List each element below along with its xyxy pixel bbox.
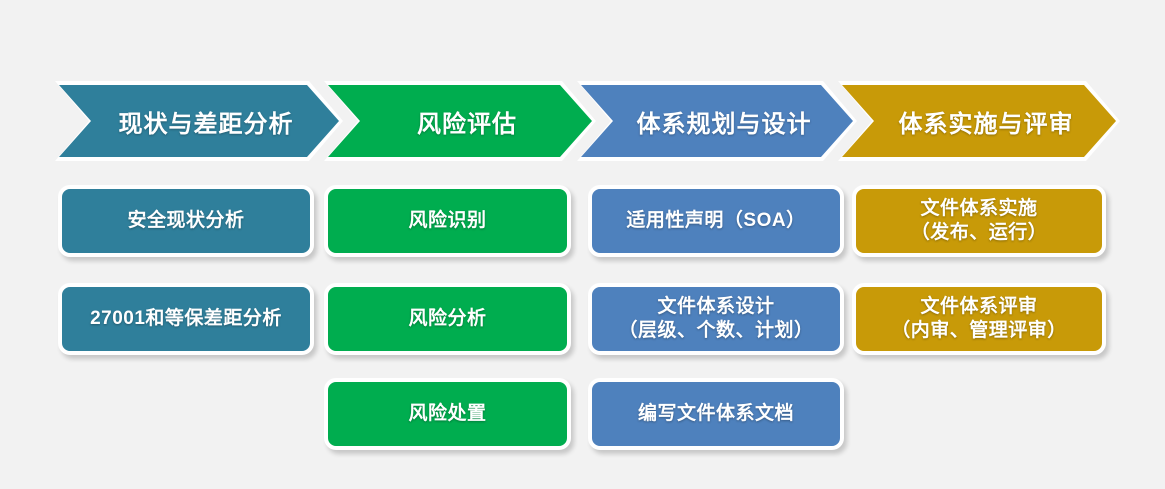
- task-card-text: 27001和等保差距分析: [70, 307, 302, 331]
- phase-chevron-3-fill: 体系规划与设计: [581, 85, 853, 157]
- phase-chevron-4-fill: 体系实施与评审: [842, 85, 1116, 157]
- task-card[interactable]: 文件体系实施 （发布、运行）: [852, 185, 1106, 257]
- task-card-line1: 风险处置: [408, 402, 487, 424]
- task-card-line1: 27001和等保差距分析: [90, 307, 282, 329]
- phase-chevron-band: 现状与差距分析 风险评估 体系规划与设计 体系实施与评审: [0, 0, 1165, 180]
- task-card-text: 风险分析: [336, 307, 559, 331]
- task-card-line2: （发布、运行）: [910, 222, 1048, 243]
- phase-chevron-4-label: 体系实施与评审: [898, 110, 1074, 138]
- task-card[interactable]: 文件体系设计 （层级、个数、计划）: [588, 283, 844, 355]
- phase-chevron-1-fill: 现状与差距分析: [59, 85, 339, 157]
- task-card-line1: 适用性声明（SOA）: [626, 209, 806, 231]
- task-card-text: 文件体系评审 （内审、管理评审）: [864, 295, 1094, 344]
- task-card-line2: （内审、管理评审）: [891, 320, 1067, 341]
- task-card-text: 风险识别: [336, 209, 559, 233]
- task-card[interactable]: 适用性声明（SOA）: [588, 185, 844, 257]
- task-card-line1: 文件体系设计: [657, 295, 775, 317]
- task-card[interactable]: 27001和等保差距分析: [58, 283, 314, 355]
- task-card-line1: 文件体系实施: [920, 197, 1038, 219]
- task-card-text: 适用性声明（SOA）: [600, 209, 832, 233]
- task-card[interactable]: 编写文件体系文档: [588, 378, 844, 450]
- phase-chevron-3-label: 体系规划与设计: [636, 110, 812, 138]
- task-card[interactable]: 安全现状分析: [58, 185, 314, 257]
- task-card[interactable]: 风险识别: [324, 185, 571, 257]
- phase-chevron-2-label: 风险评估: [417, 110, 517, 138]
- task-card-text: 安全现状分析: [70, 209, 302, 233]
- phase-chevron-3[interactable]: 体系规划与设计: [577, 81, 857, 161]
- phase-chevron-1[interactable]: 现状与差距分析: [55, 81, 343, 161]
- task-card-line1: 风险识别: [408, 209, 487, 231]
- phase-chevron-1-label: 现状与差距分析: [118, 110, 294, 138]
- task-card-text: 编写文件体系文档: [600, 402, 832, 426]
- task-card-text: 风险处置: [336, 402, 559, 426]
- task-card[interactable]: 文件体系评审 （内审、管理评审）: [852, 283, 1106, 355]
- phase-chevron-4[interactable]: 体系实施与评审: [838, 81, 1120, 161]
- task-card-line1: 风险分析: [408, 307, 487, 329]
- task-card-line1: 文件体系评审: [920, 295, 1038, 317]
- task-card-line2: （层级、个数、计划）: [618, 320, 814, 341]
- task-card-line1: 安全现状分析: [127, 209, 245, 231]
- task-card[interactable]: 风险处置: [324, 378, 571, 450]
- phase-chevron-2[interactable]: 风险评估: [324, 81, 596, 161]
- task-card-line1: 编写文件体系文档: [637, 402, 794, 424]
- task-card[interactable]: 风险分析: [324, 283, 571, 355]
- task-card-text: 文件体系设计 （层级、个数、计划）: [600, 295, 832, 344]
- phase-chevron-2-fill: 风险评估: [328, 85, 592, 157]
- task-card-text: 文件体系实施 （发布、运行）: [864, 197, 1094, 246]
